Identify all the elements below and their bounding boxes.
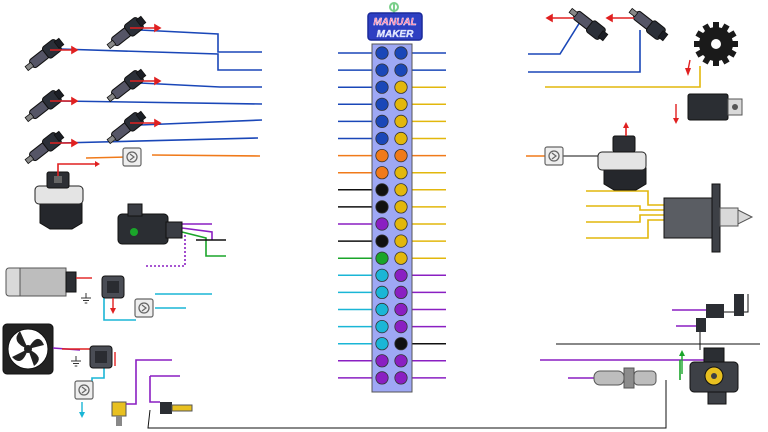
idle-valve-icon bbox=[673, 93, 743, 124]
injector-arrows bbox=[50, 23, 162, 148]
connector-plug-icon bbox=[544, 146, 564, 166]
connector-pin-right bbox=[394, 268, 408, 282]
gear-tooth bbox=[720, 55, 730, 65]
gear-tooth bbox=[695, 30, 705, 40]
connector-pin-right bbox=[394, 131, 408, 146]
gear-tooth bbox=[695, 48, 705, 58]
connector-pin-right bbox=[394, 97, 408, 111]
connector-pin-left bbox=[375, 97, 389, 111]
connector-pin-right bbox=[394, 80, 408, 94]
connector-pin-left bbox=[375, 285, 389, 299]
connector-pin-left bbox=[375, 234, 389, 248]
connector-pin-right bbox=[394, 354, 408, 368]
manual-maker-logo: MANUAL MAKER bbox=[367, 2, 423, 41]
gear-tooth bbox=[713, 22, 719, 29]
connector-plug-icon bbox=[74, 380, 94, 400]
connector-pin-right bbox=[394, 285, 408, 299]
gear-icon bbox=[694, 22, 738, 66]
fan-relay-icon bbox=[89, 345, 113, 369]
connector-pin-right bbox=[394, 63, 408, 77]
connector-pin-right bbox=[394, 234, 408, 248]
temp-sensor-icon bbox=[111, 401, 193, 426]
ground-icon bbox=[70, 355, 82, 367]
ignition-coil-icon bbox=[597, 122, 647, 191]
fuel-injector-icon bbox=[21, 13, 149, 168]
sensor-plug-icon bbox=[696, 294, 744, 332]
connector-pin-right bbox=[394, 114, 408, 129]
connector-pin-right bbox=[394, 371, 408, 385]
o2-sensor-icon bbox=[593, 367, 657, 389]
gear-tooth bbox=[727, 48, 737, 58]
fan-icon bbox=[2, 323, 54, 375]
gear-tooth bbox=[731, 41, 738, 47]
gear-tooth bbox=[694, 41, 701, 47]
connector-pin-left bbox=[375, 183, 389, 197]
connector-pin-left bbox=[375, 268, 389, 282]
connector-pin-left bbox=[375, 80, 389, 94]
connector-plug-icon bbox=[134, 298, 154, 318]
connector-pin-right bbox=[394, 149, 408, 163]
gear-tooth bbox=[713, 59, 719, 66]
connector-plug-icon bbox=[122, 147, 142, 167]
connector-pin-right bbox=[394, 166, 408, 180]
connector-pin-left bbox=[375, 354, 389, 368]
connector-pin-right bbox=[394, 46, 408, 60]
gear-tooth bbox=[702, 55, 712, 65]
connector-pin-left bbox=[375, 319, 389, 334]
connector-pins bbox=[375, 46, 408, 385]
connector-pin-left bbox=[375, 63, 389, 77]
connector-pin-right bbox=[394, 302, 408, 317]
map-sensor-icon bbox=[117, 203, 183, 245]
gear-tooth bbox=[727, 30, 737, 40]
right-wiring bbox=[526, 21, 749, 380]
connector-pin-right bbox=[394, 319, 408, 334]
stepper-motor-icon bbox=[663, 183, 754, 253]
logo-line-1: MANUAL bbox=[373, 17, 416, 28]
connector-pin-left bbox=[375, 166, 389, 180]
fuel-injector-icon bbox=[565, 4, 671, 44]
connector-pin-left bbox=[375, 46, 389, 60]
connector-pin-left bbox=[375, 131, 389, 146]
injector-arrows bbox=[545, 13, 634, 23]
gear-tooth bbox=[720, 23, 730, 33]
fuel-pump-relay-icon bbox=[101, 275, 125, 299]
connector-pin-left bbox=[375, 337, 389, 351]
connector-pin-right bbox=[394, 251, 408, 265]
connector-pin-left bbox=[375, 302, 389, 317]
connector-pin-left bbox=[375, 114, 389, 129]
ignition-coil-icon bbox=[34, 161, 100, 230]
tps-icon bbox=[689, 347, 739, 405]
connector-pin-left bbox=[375, 200, 389, 214]
connector-pin-right bbox=[394, 183, 408, 197]
ground-icon bbox=[80, 292, 92, 304]
fuel-pump-icon bbox=[5, 267, 92, 297]
logo-line-2: MAKER bbox=[377, 29, 414, 40]
connector-pin-right bbox=[394, 200, 408, 214]
connector-pin-left bbox=[375, 217, 389, 231]
connector-pin-left bbox=[375, 149, 389, 163]
gear-tooth bbox=[702, 23, 712, 33]
connector-pin-right bbox=[394, 217, 408, 231]
connector-pin-right bbox=[394, 337, 408, 351]
connector-pin-left bbox=[375, 251, 389, 265]
left-wiring bbox=[59, 29, 760, 429]
connector-pin-left bbox=[375, 371, 389, 385]
ecu-connector bbox=[338, 43, 446, 393]
